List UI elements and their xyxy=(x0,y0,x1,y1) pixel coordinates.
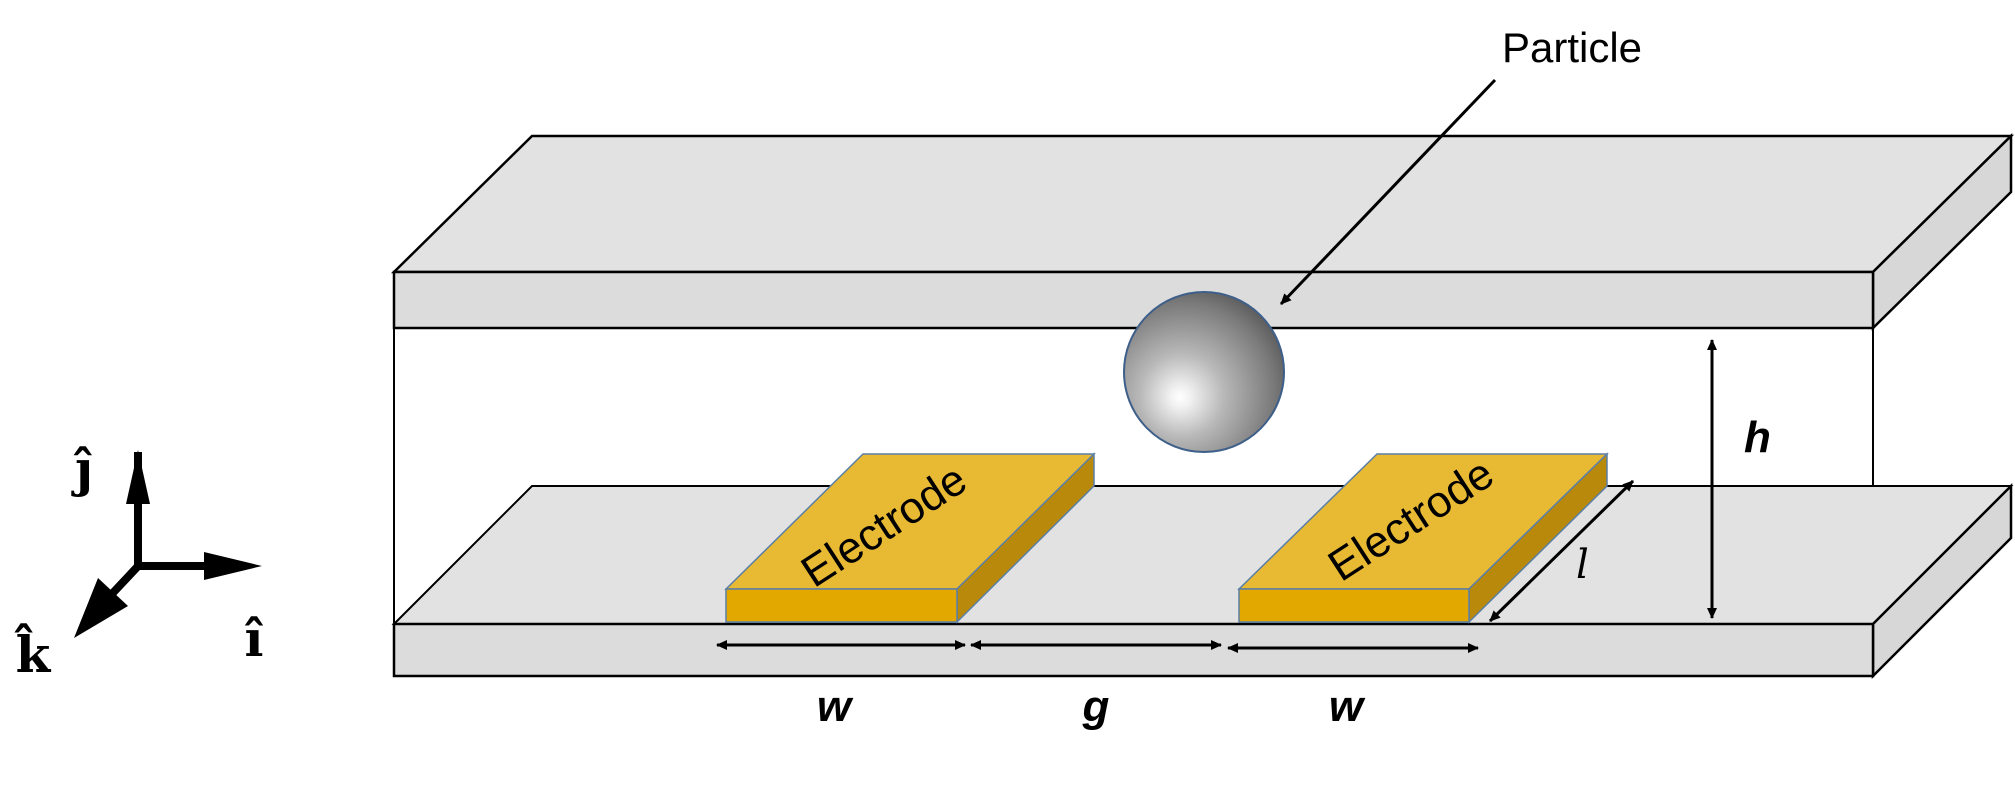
top-plate-top-face xyxy=(390,134,2015,274)
bottom-plate-top-face xyxy=(391,485,2014,625)
dimension-g: g xyxy=(970,640,1222,731)
j-axis-arrowhead xyxy=(126,450,150,504)
dim-l-arrow xyxy=(1488,479,1635,623)
dim-g-label: g xyxy=(1082,682,1110,731)
k-axis-arrow xyxy=(107,561,143,599)
k-axis-arrowhead xyxy=(74,578,128,638)
particle-pointer-arrow xyxy=(1279,78,1497,306)
particle: Particle xyxy=(1123,24,1642,453)
dim-h-label: h xyxy=(1744,413,1771,462)
coordinate-axes: ĵ î k̂ xyxy=(14,439,263,684)
electrode-right-front xyxy=(1238,588,1470,623)
electrode-left-front xyxy=(725,588,958,623)
top-plate xyxy=(390,133,2015,331)
dim-w-right-label: w xyxy=(1329,682,1366,731)
dimension-l: l xyxy=(1488,479,1635,623)
dimension-w-right: w xyxy=(1227,643,1479,731)
i-axis-arrowhead xyxy=(204,552,262,580)
k-axis-label: k̂ xyxy=(14,622,52,684)
j-axis-label: ĵ xyxy=(71,439,93,498)
particle-label: Particle xyxy=(1502,24,1642,71)
dimension-h: h xyxy=(1707,339,1771,619)
particle-sphere xyxy=(1123,291,1285,453)
dim-l-label: l xyxy=(1576,542,1589,588)
dimension-w-left: w xyxy=(716,640,966,731)
bottom-plate xyxy=(391,482,2014,680)
top-plate-front-face xyxy=(392,270,1875,330)
dim-w-left-label: w xyxy=(817,682,854,731)
bottom-plate-front-face xyxy=(392,622,1875,678)
i-axis-label: î xyxy=(245,609,264,668)
